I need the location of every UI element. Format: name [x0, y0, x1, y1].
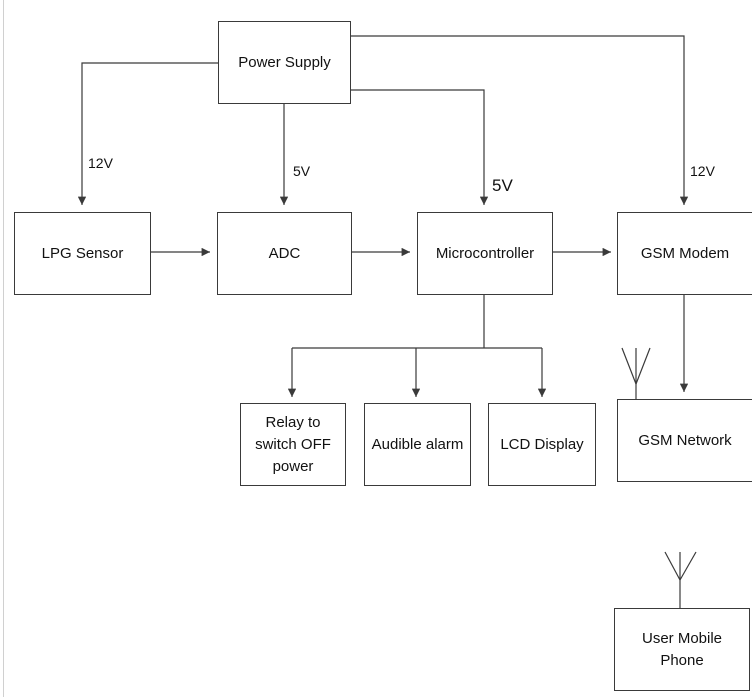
antenna-icon-phone — [664, 551, 697, 608]
gsm-modem-block: GSM Modem — [617, 212, 752, 295]
lcd-display-label: LCD Display — [500, 435, 584, 453]
voltage-label-lpg: 12V — [88, 155, 113, 171]
voltage-label-adc: 5V — [293, 163, 311, 179]
adc-label: ADC — [268, 244, 301, 262]
lpg-sensor-label: LPG Sensor — [41, 244, 124, 262]
power-supply-block: Power Supply — [218, 21, 351, 104]
page-left-border — [3, 0, 4, 697]
lcd-display-block: LCD Display — [488, 403, 596, 486]
relay-label-line-2: switch OFF — [255, 435, 331, 453]
relay-block: Relay to switch OFF power — [240, 403, 346, 486]
audible-alarm-label: Audible alarm — [371, 435, 464, 453]
adc-block: ADC — [217, 212, 352, 295]
user-mobile-phone-block: User Mobile Phone — [614, 608, 750, 691]
wire-power-to-lpg — [77, 62, 218, 205]
microcontroller-block: Microcontroller — [417, 212, 553, 295]
user-mobile-phone-label-line-1: User Mobile — [641, 629, 723, 647]
audible-alarm-block: Audible alarm — [364, 403, 471, 486]
wire-power-to-gsm — [350, 35, 689, 205]
voltage-label-gsm: 12V — [690, 163, 715, 179]
relay-label-line-1: Relay to — [265, 413, 321, 431]
gsm-modem-label: GSM Modem — [640, 244, 730, 262]
gsm-network-block: GSM Network — [617, 399, 752, 482]
relay-label-line-3: power — [272, 457, 314, 475]
voltage-label-mcu: 5V — [492, 176, 513, 195]
microcontroller-label: Microcontroller — [435, 244, 535, 262]
power-supply-label: Power Supply — [238, 53, 331, 71]
user-mobile-phone-label-line-2: Phone — [660, 651, 704, 669]
antenna-icon-network — [621, 347, 651, 399]
wire-power-to-mcu — [350, 89, 489, 205]
lpg-sensor-block: LPG Sensor — [14, 212, 151, 295]
gsm-network-label: GSM Network — [638, 431, 732, 449]
